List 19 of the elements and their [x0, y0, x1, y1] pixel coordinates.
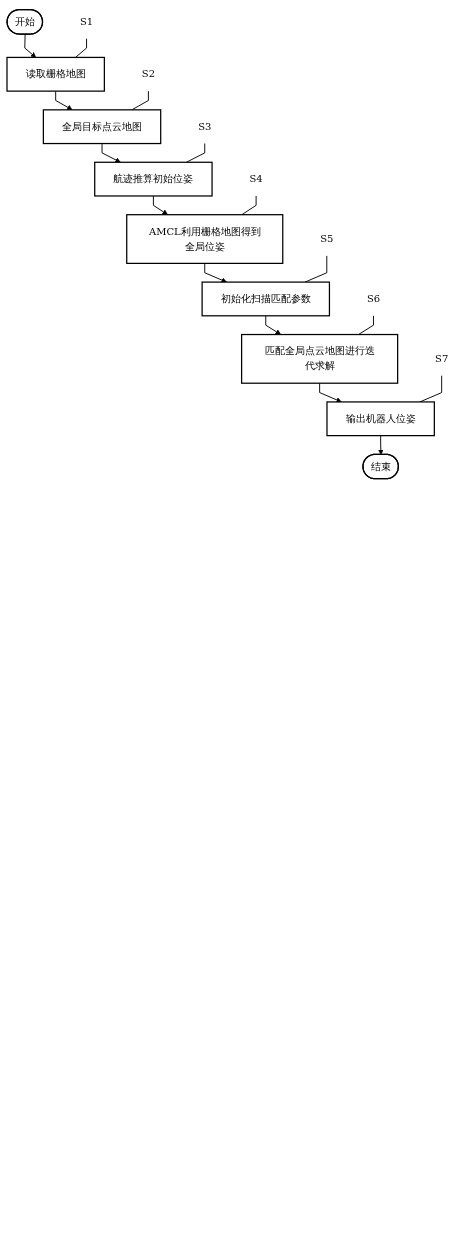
node-text: S3	[198, 120, 212, 133]
node-text: S2	[141, 68, 155, 80]
node-box: 读取栅格地图	[6, 56, 105, 92]
connector	[75, 38, 87, 58]
connector	[185, 143, 206, 163]
node-text: S1	[79, 15, 94, 28]
node-box: 航迹推算初始位姿	[94, 161, 213, 197]
node-text: S7	[435, 352, 449, 365]
node-text: S6	[366, 292, 381, 305]
node-box: AMCL利用栅格地图得到全局位姿	[126, 214, 284, 264]
node-text: S4	[249, 172, 263, 185]
connector	[241, 195, 257, 216]
node-text: S5	[320, 232, 334, 245]
connector	[358, 315, 374, 335]
connector	[131, 90, 149, 111]
node-box: 匹配全局点云地图进行迭代求解	[241, 333, 399, 384]
node-box: 全局目标点云地图	[42, 109, 162, 145]
node-box: 输出机器人位姿	[326, 401, 435, 437]
node-box: 初始化扫描匹配参数	[201, 281, 331, 317]
